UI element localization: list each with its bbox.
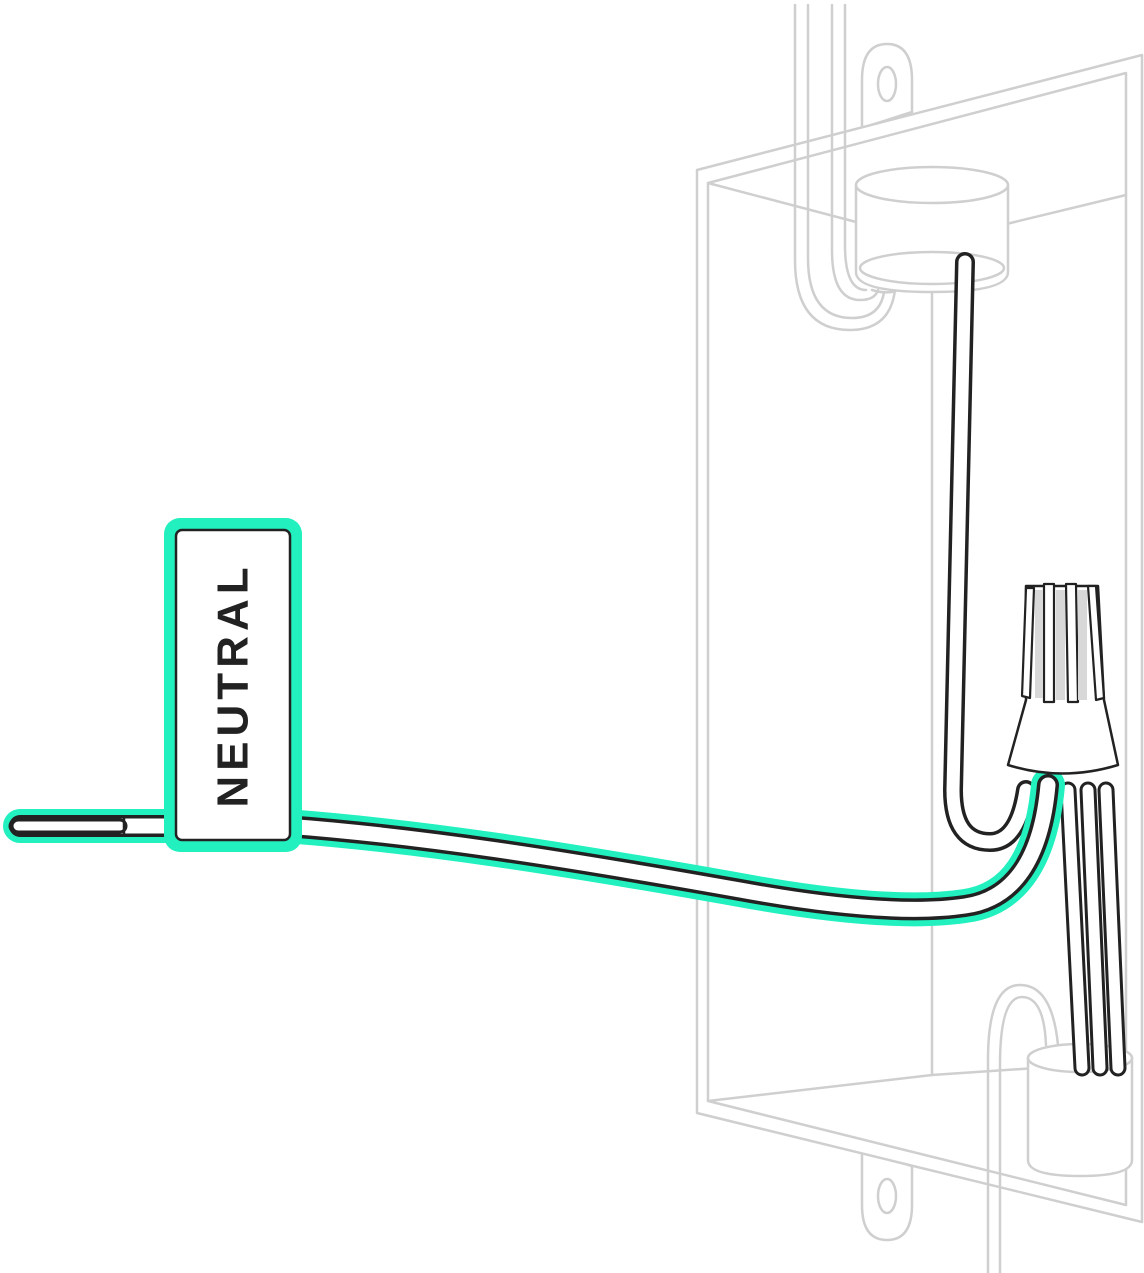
wire-tag-icon: NEUTRAL: [164, 518, 302, 852]
bottom-cable-icon: [986, 983, 1060, 1273]
top-cable-clamp-icon: [854, 165, 1010, 294]
neutral-label: NEUTRAL: [209, 562, 258, 807]
neutral-wire-icon: [3, 768, 1065, 927]
top-cable-icon: [793, 3, 914, 332]
box-wires-icon: [943, 252, 1127, 1077]
wire-nut-icon: [1006, 582, 1120, 775]
electrical-box-icon: [695, 42, 1144, 1242]
